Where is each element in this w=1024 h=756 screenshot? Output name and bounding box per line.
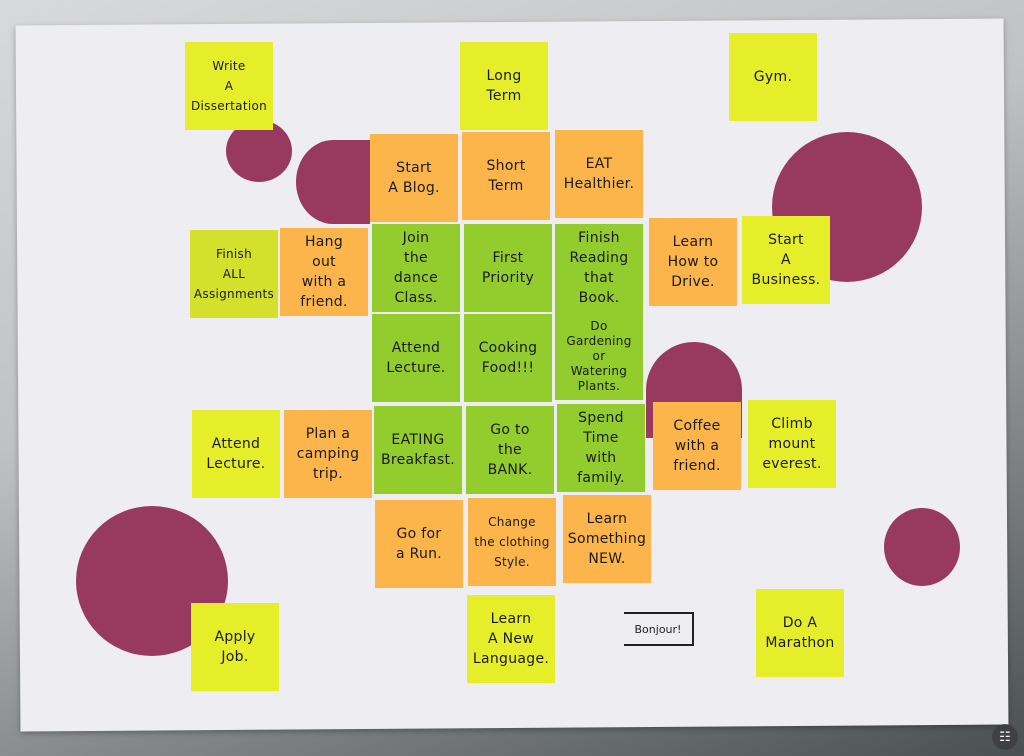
character-blob [884,508,960,586]
sticky-note: Apply Job. [191,603,279,691]
sticky-note: Finish Reading that Book. [555,224,643,312]
sticky-note: Gym. [729,33,817,121]
sticky-note: Do A Marathon [756,589,844,677]
sticky-note: First Priority [464,224,552,312]
sticky-note: Climb mount everest. [748,400,836,488]
character-blob [296,140,370,224]
sticky-note: Join the dance Class. [372,224,460,312]
sticky-note: Learn A New Language. [467,595,555,683]
sticky-note: Learn How to Drive. [649,218,737,306]
scan-text-icon[interactable]: ☷ [992,724,1018,750]
sticky-note: Go to the BANK. [466,406,554,494]
sticky-note: Short Term [462,132,550,220]
sticky-note: Start A Business. [742,216,830,304]
sticky-note: Do Gardening or Watering Plants. [555,312,643,400]
sticky-note: Cooking Food!!! [464,314,552,402]
sticky-note: Plan a camping trip. [284,410,372,498]
sticky-note: Attend Lecture. [372,314,460,402]
sticky-note: Start A Blog. [370,134,458,222]
sticky-note: Change the clothing Style. [468,498,556,586]
sticky-note: EATING Breakfast. [374,406,462,494]
sticky-note: Spend Time with family. [557,404,645,492]
character-blob [226,120,292,182]
sticky-note: Coffee with a friend. [653,402,741,490]
sticky-note: EAT Healthier. [555,130,643,218]
sticky-note: Write A Dissertation [185,42,273,130]
sticky-note: Attend Lecture. [192,410,280,498]
sticky-note: Long Term [460,42,548,130]
sticky-note: Hang out with a friend. [280,228,368,316]
speech-bubble: Bonjour! [624,612,694,646]
sticky-note: Finish ALL Assignments [190,230,278,318]
sticky-note: Go for a Run. [375,500,463,588]
sticky-note: Learn Something NEW. [563,495,651,583]
